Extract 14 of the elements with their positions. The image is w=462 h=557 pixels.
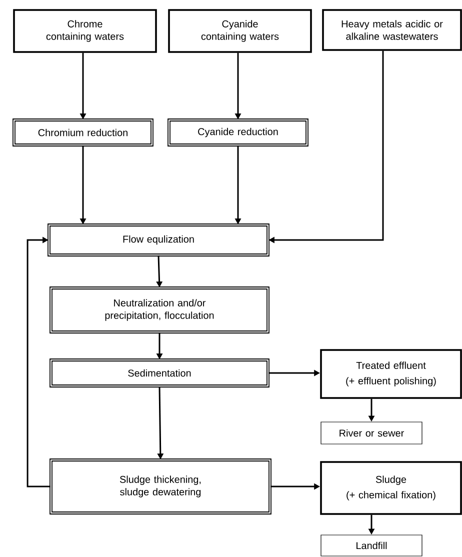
source-box: Cyanide containing waters — [168, 9, 312, 53]
output-box: Treated effluent (+ effluent polishing) — [320, 349, 462, 399]
process-box: Sludge thickening, sludge dewatering — [50, 458, 272, 514]
process-box: Neutralization and/or precipitation, flocculation — [50, 286, 270, 334]
output-box: Sludge (+ chemical fixation) — [320, 461, 462, 515]
process-box: Sedimentation — [50, 358, 270, 388]
process-box: Cyanide reduction — [168, 118, 308, 146]
source-box: Heavy metals acidic or alkaline wastewaters — [322, 9, 462, 51]
process-box: Chromium reduction — [12, 118, 154, 146]
destination-box: Landfill — [320, 534, 422, 556]
destination-box: River or sewer — [320, 422, 422, 444]
arrow — [26, 236, 51, 488]
process-box: Flow equlization — [48, 224, 270, 256]
source-box: Chrome containing waters — [13, 9, 157, 53]
